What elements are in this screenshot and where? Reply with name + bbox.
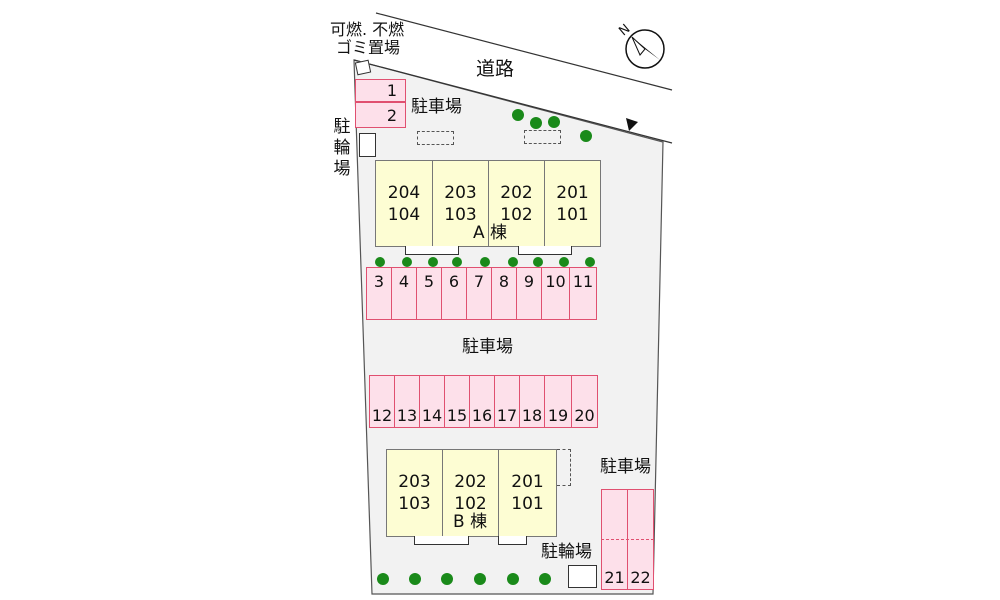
tree-icon [428, 257, 438, 267]
building-a-label: A 棟 [473, 223, 508, 243]
unit-upper: 203 [398, 472, 431, 492]
building-a-unit-4: 201 101 [544, 160, 601, 247]
parking-space-18: 18 [519, 375, 545, 428]
building-b-unit-1: 203 103 [386, 449, 443, 537]
unit-lower: 103 [444, 204, 477, 225]
building-b-porch [414, 536, 469, 545]
building-a-unit-2: 203 103 [432, 160, 489, 247]
building-a-unit-3: 202 102 [488, 160, 545, 247]
parking-space-14: 14 [419, 375, 445, 428]
garbage-label-1: 可燃. 不燃 [330, 20, 405, 39]
building-b-unit-2: 202 102 [442, 449, 499, 537]
road-edge-top [375, 12, 673, 91]
bicycle-left-box [359, 133, 376, 157]
unit-lower: 104 [387, 204, 421, 225]
tree-icon [530, 117, 542, 129]
tree-icon [585, 257, 595, 267]
tree-icon [480, 257, 490, 267]
tree-icon [512, 109, 524, 121]
parking-space-8: 8 [491, 267, 517, 320]
entrance-arrow-icon [626, 118, 638, 131]
bicycle-left-label-1: 駐 [333, 117, 351, 137]
building-a-porch [518, 246, 572, 255]
unit-upper: 201 [511, 472, 544, 492]
tree-icon [452, 257, 462, 267]
unit-upper: 203 [444, 182, 477, 203]
unit-lower: 101 [556, 204, 589, 225]
parking-space-10: 10 [541, 267, 570, 320]
unit-lower: 102 [454, 494, 487, 514]
tree-icon [507, 573, 519, 585]
unit-lower: 102 [500, 204, 533, 225]
building-b-porch [498, 536, 527, 545]
parking-mid-label: 駐車場 [462, 337, 513, 357]
tree-icon [533, 257, 543, 267]
building-b-dashed-annex [557, 449, 571, 486]
parking-space-6: 6 [441, 267, 467, 320]
garbage-label-2: ゴミ置場 [336, 38, 401, 57]
tree-icon [580, 130, 592, 142]
unit-upper: 204 [387, 182, 421, 203]
parking-space-2: 2 [355, 102, 406, 128]
tree-icon [402, 257, 412, 267]
tree-icon [508, 257, 518, 267]
bicycle-left-label-2: 輪 [333, 138, 351, 158]
parking-space-19: 19 [544, 375, 572, 428]
parking-space-1: 1 [355, 79, 406, 102]
road-edge-bottom [353, 59, 673, 144]
bicycle-bottom-box [568, 565, 597, 588]
building-b-unit-3: 201 101 [498, 449, 557, 537]
parking-top-label: 駐車場 [411, 97, 462, 117]
parking-space-3: 3 [366, 267, 392, 320]
parking-space-9: 9 [516, 267, 542, 320]
unit-upper: 201 [556, 182, 589, 203]
bicycle-bottom-label: 駐輪場 [541, 542, 592, 562]
parking-space-11: 11 [569, 267, 597, 320]
tree-icon [377, 573, 389, 585]
parking-space-20: 20 [571, 375, 598, 428]
parking-space-7: 7 [466, 267, 492, 320]
tree-icon [539, 573, 551, 585]
tree-icon [559, 257, 569, 267]
building-a-unit-1: 204 104 [375, 160, 433, 247]
parking-space-15: 15 [444, 375, 470, 428]
road-label: 道路 [476, 58, 515, 80]
parking-dashed-space-2 [524, 130, 561, 144]
building-b-label: B 棟 [453, 512, 488, 532]
parking-space-5: 5 [416, 267, 442, 320]
parking-space-16: 16 [469, 375, 495, 428]
parking-space-4: 4 [391, 267, 417, 320]
tree-icon [409, 573, 421, 585]
unit-lower: 101 [511, 494, 544, 514]
parking-right-label: 駐車場 [600, 457, 651, 477]
parking-dashed-space-1 [417, 131, 454, 145]
tree-icon [441, 573, 453, 585]
bicycle-left-label-3: 場 [333, 159, 351, 179]
parking-right-divider [601, 539, 654, 540]
tree-icon [474, 573, 486, 585]
unit-upper: 202 [454, 472, 487, 492]
parking-space-12: 12 [369, 375, 395, 428]
building-a-porch [405, 246, 459, 255]
tree-icon [375, 257, 385, 267]
compass-icon [625, 29, 665, 69]
parking-space-13: 13 [394, 375, 420, 428]
unit-upper: 202 [500, 182, 533, 203]
parking-space-17: 17 [494, 375, 520, 428]
tree-icon [548, 116, 560, 128]
unit-lower: 103 [398, 494, 431, 514]
